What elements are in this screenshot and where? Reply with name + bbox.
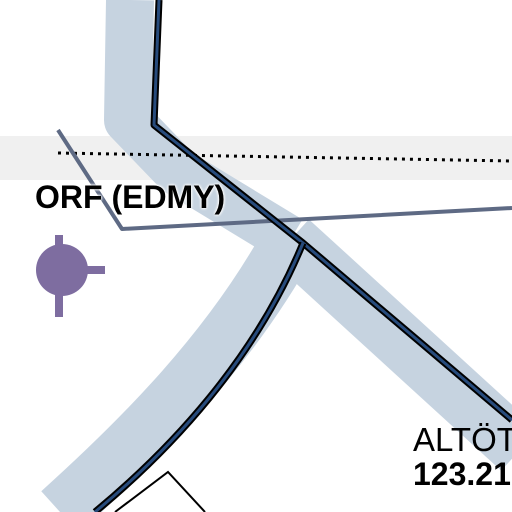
airport-label: ORF (EDMY) xyxy=(35,179,226,215)
route-line xyxy=(56,128,512,231)
airspace-label: ALTÖT xyxy=(413,421,512,458)
airport-icon[interactable] xyxy=(36,235,105,317)
airspace-band xyxy=(41,0,512,512)
frequency-label: 123.21 xyxy=(413,456,511,492)
dotted-boundary xyxy=(57,151,512,163)
obstacle-outline xyxy=(114,470,206,512)
airspace-boundary xyxy=(92,0,512,512)
